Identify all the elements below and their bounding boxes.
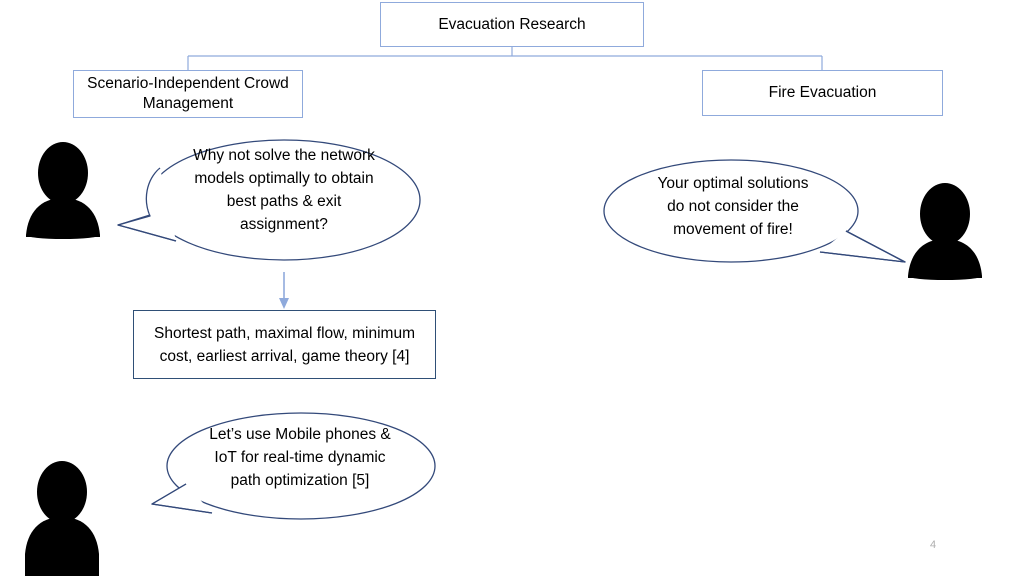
bubble-3-tail-mask (186, 485, 202, 506)
node-methods-list[interactable]: Shortest path, maximal flow, minimum cos… (133, 310, 436, 379)
person-head-icon (920, 183, 970, 245)
page-number: 4 (930, 539, 937, 551)
bubble-2-tail-outline (819, 230, 906, 263)
bubble-2-tail-mask (837, 232, 849, 249)
bubble-your-optimal[interactable] (603, 159, 906, 263)
person-head-icon (38, 142, 88, 204)
person-base-icon (26, 231, 100, 239)
person-body-icon (25, 517, 99, 576)
person-left-top (26, 142, 100, 239)
bubble-3-ellipse (166, 412, 436, 520)
bubble-1-tail-mask (147, 169, 161, 215)
person-base-icon (908, 272, 982, 280)
person-body-icon (908, 239, 982, 278)
bubble-3-tail-outline (151, 483, 213, 514)
bubble-1-tail (117, 167, 177, 242)
bubble-why-not-solve[interactable] (117, 139, 421, 261)
node-fire-evacuation[interactable]: Fire Evacuation (702, 70, 943, 116)
bubble-lets-use-mobile[interactable] (151, 412, 436, 520)
person-head-icon (37, 461, 87, 523)
person-right (908, 183, 982, 280)
node-scenario-independent-crowd-management[interactable]: Scenario-Independent Crowd Management (73, 70, 303, 118)
person-left-bottom (25, 461, 99, 576)
arrow-head-icon (279, 298, 289, 309)
person-body-icon (26, 198, 100, 237)
bubble-2-ellipse (603, 159, 859, 263)
bubble-1-tail-outline (117, 214, 177, 242)
node-evacuation-research[interactable]: Evacuation Research (380, 2, 644, 47)
